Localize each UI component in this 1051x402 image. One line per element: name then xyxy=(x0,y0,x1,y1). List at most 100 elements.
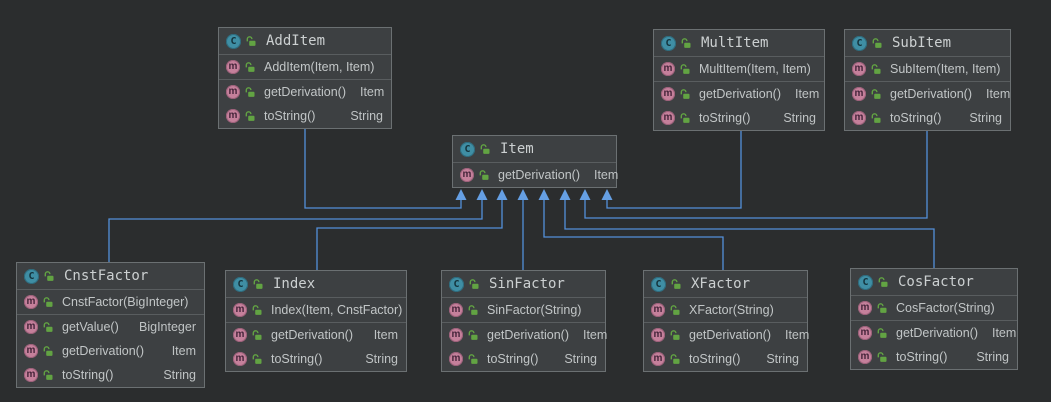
member-row[interactable]: m toString() String xyxy=(851,345,1017,369)
edge-Index-to-Item[interactable] xyxy=(316,199,503,270)
public-lock-icon xyxy=(252,305,262,315)
public-lock-icon xyxy=(245,111,255,121)
member-name: toString() xyxy=(271,352,323,366)
member-row[interactable]: m toString() String xyxy=(845,106,1010,130)
member-name: getDerivation() xyxy=(62,344,144,358)
class-node-SubItem[interactable]: C SubItem m SubItem(Item, Item) m getDer… xyxy=(844,29,1011,131)
member-row[interactable]: m getDerivation() Item xyxy=(654,82,824,106)
public-lock-icon xyxy=(480,144,490,154)
member-type: Item xyxy=(593,168,619,182)
edge-MultItem-to-Item[interactable] xyxy=(606,131,742,209)
class-header[interactable]: C CnstFactor xyxy=(17,263,204,289)
member-row[interactable]: m SinFactor(String) xyxy=(442,298,605,322)
member-row[interactable]: m toString() String xyxy=(644,347,807,371)
method-icon: m xyxy=(226,85,240,99)
class-header[interactable]: C CosFactor xyxy=(851,269,1017,295)
method-icon: m xyxy=(24,320,38,334)
class-header[interactable]: C XFactor xyxy=(644,271,807,297)
class-node-XFactor[interactable]: C XFactor m XFactor(String) m getDerivat… xyxy=(643,270,809,372)
class-icon: C xyxy=(651,276,666,292)
method-icon: m xyxy=(651,352,665,366)
member-row[interactable]: m getValue() BigInteger xyxy=(17,315,204,339)
edge-CnstFactor-to-Item[interactable] xyxy=(108,199,483,262)
class-header[interactable]: C Item xyxy=(453,136,616,162)
class-header[interactable]: C AddItem xyxy=(219,28,391,54)
method-icon: m xyxy=(460,168,474,182)
member-type: Item xyxy=(171,344,196,358)
member-type: Item xyxy=(373,328,398,342)
method-icon: m xyxy=(226,109,240,123)
member-row[interactable]: m toString() String xyxy=(17,363,204,387)
member-row[interactable]: m SubItem(Item, Item) xyxy=(845,57,1010,81)
member-type: String xyxy=(163,368,196,382)
member-row[interactable]: m getDerivation() Item xyxy=(845,82,1010,106)
arrowhead-CosFactor-to-Item xyxy=(559,189,571,200)
public-lock-icon xyxy=(44,271,54,281)
member-row[interactable]: m getDerivation() Item xyxy=(219,80,391,104)
public-lock-icon xyxy=(469,279,479,289)
member-row[interactable]: m CnstFactor(BigInteger) xyxy=(17,290,204,314)
public-lock-icon xyxy=(479,170,489,180)
member-name: getDerivation() xyxy=(264,85,346,99)
member-row[interactable]: m getDerivation() Item xyxy=(644,323,809,347)
class-header[interactable]: C SubItem xyxy=(845,30,1010,56)
member-row[interactable]: m toString() String xyxy=(226,347,406,371)
class-node-Item[interactable]: C Item m getDerivation() Item xyxy=(452,135,619,188)
methods-section: m getDerivation() Item m toString() Stri… xyxy=(654,81,824,130)
class-header[interactable]: C Index xyxy=(226,271,406,297)
member-row[interactable]: m XFactor(String) xyxy=(644,298,807,322)
class-node-SinFactor[interactable]: C SinFactor m SinFactor(String) m getDer… xyxy=(441,270,607,372)
member-row[interactable]: m toString() String xyxy=(654,106,824,130)
member-row[interactable]: m toString() String xyxy=(442,347,605,371)
member-row[interactable]: m getDerivation() Item xyxy=(442,323,607,347)
edge-SubItem-to-Item[interactable] xyxy=(584,131,928,219)
edge-XFactor-to-Item[interactable] xyxy=(543,199,724,270)
member-type: String xyxy=(564,352,597,366)
class-node-AddItem[interactable]: C AddItem m AddItem(Item, Item) m getDer… xyxy=(218,27,392,129)
member-type: Item xyxy=(991,326,1017,340)
method-icon: m xyxy=(449,328,463,342)
class-node-MultItem[interactable]: C MultItem m MultItem(Item, Item) m getD… xyxy=(653,29,825,131)
member-name: XFactor(String) xyxy=(689,303,774,317)
member-row[interactable]: m getDerivation() Item xyxy=(226,323,406,347)
public-lock-icon xyxy=(245,62,255,72)
arrowhead-XFactor-to-Item xyxy=(538,189,550,200)
public-lock-icon xyxy=(253,279,263,289)
public-lock-icon xyxy=(681,38,691,48)
class-icon: C xyxy=(24,268,39,284)
member-row[interactable]: m getDerivation() Item xyxy=(453,163,619,187)
class-node-CosFactor[interactable]: C CosFactor m CosFactor(String) m getDer… xyxy=(850,268,1018,370)
public-lock-icon xyxy=(246,36,256,46)
class-node-CnstFactor[interactable]: C CnstFactor m CnstFactor(BigInteger) m … xyxy=(16,262,205,388)
method-icon: m xyxy=(852,62,866,76)
member-row[interactable]: m Index(Item, CnstFactor) xyxy=(226,298,406,322)
class-icon: C xyxy=(858,274,873,290)
class-name: AddItem xyxy=(266,33,326,49)
member-row[interactable]: m toString() String xyxy=(219,104,391,128)
methods-section: m getDerivation() Item m toString() Stri… xyxy=(845,81,1010,130)
member-row[interactable]: m MultItem(Item, Item) xyxy=(654,57,824,81)
class-header[interactable]: C MultItem xyxy=(654,30,824,56)
method-icon: m xyxy=(449,352,463,366)
public-lock-icon xyxy=(680,89,690,99)
member-row[interactable]: m CosFactor(String) xyxy=(851,296,1017,320)
public-lock-icon xyxy=(468,330,478,340)
public-lock-icon xyxy=(43,370,53,380)
methods-section: m getDerivation() Item m toString() Stri… xyxy=(219,79,391,128)
member-type: String xyxy=(783,111,816,125)
class-header[interactable]: C SinFactor xyxy=(442,271,605,297)
member-row[interactable]: m AddItem(Item, Item) xyxy=(219,55,391,79)
edge-CosFactor-to-Item[interactable] xyxy=(564,199,935,268)
arrowhead-Index-to-Item xyxy=(496,189,508,200)
method-icon: m xyxy=(24,368,38,382)
public-lock-icon xyxy=(43,297,53,307)
method-icon: m xyxy=(852,87,866,101)
methods-section: m getValue() BigInteger m getDerivation(… xyxy=(17,314,204,387)
member-row[interactable]: m getDerivation() Item xyxy=(17,339,204,363)
public-lock-icon xyxy=(871,89,881,99)
public-lock-icon xyxy=(43,322,53,332)
class-node-Index[interactable]: C Index m Index(Item, CnstFactor) m getD… xyxy=(225,270,407,372)
member-row[interactable]: m getDerivation() Item xyxy=(851,321,1017,345)
edge-AddItem-to-Item[interactable] xyxy=(304,129,462,209)
public-lock-icon xyxy=(871,113,881,123)
